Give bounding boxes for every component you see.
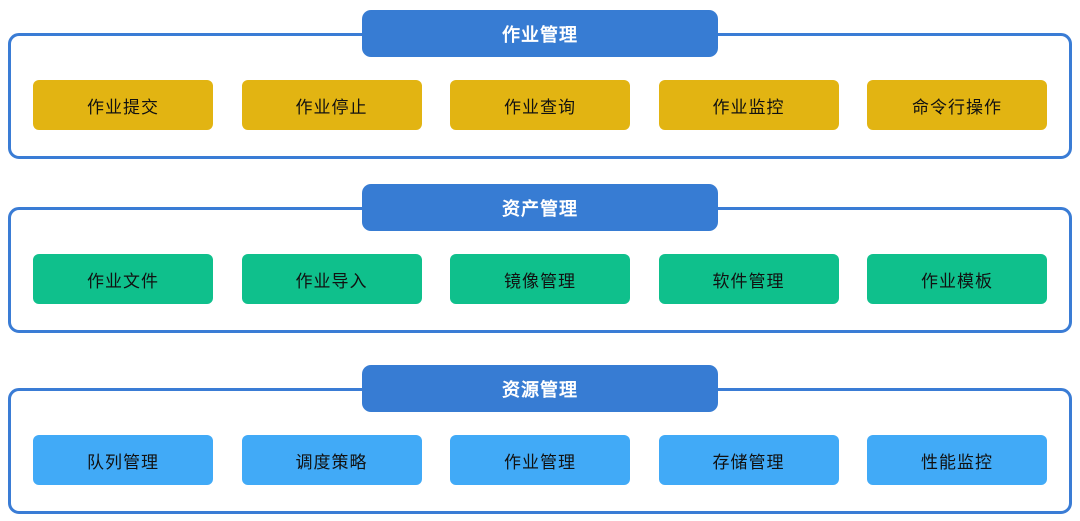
item-scheduling-policy: 调度策略 [241,435,422,485]
item-job-template: 作业模板 [867,254,1047,304]
item-image-management: 镜像管理 [450,254,630,304]
section-title-resource-management: 资源管理 [362,365,718,412]
item-performance-monitoring: 性能监控 [867,435,1047,485]
item-job-management: 作业管理 [450,435,630,485]
item-job-submit: 作业提交 [33,80,213,130]
section-title-job-management: 作业管理 [362,10,718,57]
section-title-asset-management: 资产管理 [362,184,718,231]
item-job-files: 作业文件 [33,254,213,304]
section-resource-management: 资源管理 队列管理 调度策略 作业管理 存储管理 性能监控 [8,365,1072,514]
item-job-monitor: 作业监控 [658,80,839,130]
item-job-import: 作业导入 [241,254,422,304]
section-asset-management: 资产管理 作业文件 作业导入 镜像管理 软件管理 作业模板 [8,184,1072,333]
item-software-management: 软件管理 [658,254,839,304]
item-cli-operations: 命令行操作 [867,80,1047,130]
item-job-query: 作业查询 [450,80,630,130]
section-job-management: 作业管理 作业提交 作业停止 作业查询 作业监控 命令行操作 [8,10,1072,159]
item-storage-management: 存储管理 [658,435,839,485]
item-queue-management: 队列管理 [33,435,213,485]
item-job-stop: 作业停止 [241,80,422,130]
